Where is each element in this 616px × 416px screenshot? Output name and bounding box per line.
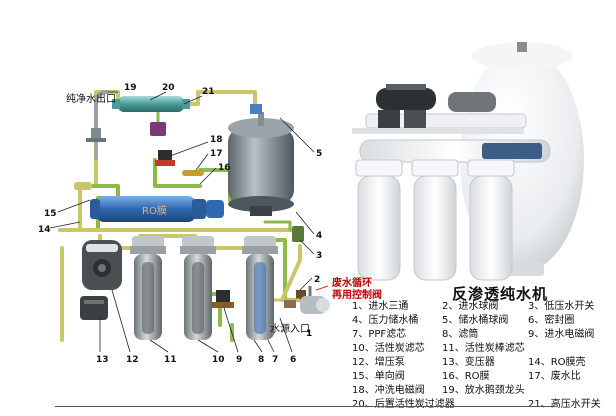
legend-item: 8、滤筒 (442, 329, 479, 340)
filter-housing-carbon-block (242, 236, 278, 340)
callout-15: 15 (44, 209, 57, 219)
filter-housing-carbon (180, 236, 216, 340)
booster-pump (82, 240, 122, 290)
callout-10: 10 (212, 355, 225, 365)
flush-solenoid (155, 150, 175, 166)
wastewater-note-line1: 废水循环 (332, 278, 372, 289)
callout-6: 6 (290, 355, 296, 365)
callout-12: 12 (126, 355, 139, 365)
legend-row: 12、增压泵 13、变压器 14、RO膜壳 (352, 356, 612, 370)
inlet-tee (284, 300, 296, 308)
waste-ratio-valve (182, 170, 204, 176)
leader-lines (49, 91, 315, 353)
callout-1: 1 (306, 329, 312, 339)
diagram-title: 反渗透纯水机 (452, 285, 549, 303)
high-pressure-switch (150, 112, 166, 136)
legend-item: 20、后置活性炭过滤器 (352, 399, 455, 410)
wastewater-note: 废水循环 再用控制阀 (332, 278, 382, 302)
legend-item: 10、活性炭滤芯 (352, 343, 425, 354)
tank-ball-valve (250, 104, 262, 114)
callout-numbers: 19 20 21 18 17 16 15 14 5 4 3 2 13 12 11… (38, 83, 322, 365)
callout-17: 17 (210, 149, 223, 159)
callout-16: 16 (218, 163, 231, 173)
low-pressure-switch (292, 226, 304, 242)
transformer (80, 296, 108, 320)
legend-item: 5、储水桶球阀 (442, 315, 509, 326)
callout-7: 7 (272, 355, 278, 365)
inlet-pipe (300, 286, 330, 314)
filter-housing-ppf (130, 236, 166, 340)
legend-row: 10、活性炭滤芯 11、活性炭棒滤芯 (352, 342, 612, 356)
callout-21: 21 (202, 87, 215, 97)
callout-2: 2 (314, 275, 320, 285)
callout-19: 19 (124, 83, 137, 93)
ro-membrane-housing: RO膜 (90, 196, 206, 222)
callout-14: 14 (38, 225, 51, 235)
legend-row: 4、压力储水桶 5、储水桶球阀 6、密封圈 (352, 314, 612, 328)
callout-18: 18 (210, 135, 223, 145)
legend-row: 7、PPF滤芯 8、滤筒 9、进水电磁阀 (352, 328, 612, 342)
callout-3: 3 (316, 251, 322, 261)
bottom-divider (55, 406, 555, 407)
legend-item: 18、冲洗电磁阀 (352, 385, 425, 396)
legend-row: 18、冲洗电磁阀 19、放水鹅颈龙头 (352, 384, 612, 398)
callout-20: 20 (162, 83, 175, 93)
legend-item: 16、RO膜 (442, 371, 490, 382)
legend-item: 14、RO膜壳 (528, 357, 586, 368)
legend-item: 19、放水鹅颈龙头 (442, 385, 525, 396)
legend-item: 7、PPF滤芯 (352, 329, 407, 340)
callout-5: 5 (316, 149, 322, 159)
legend-item: 6、密封圈 (528, 315, 575, 326)
legend-item: 17、废水比 (528, 371, 581, 382)
check-valve (74, 182, 92, 190)
legend-item: 3、低压水开关 (528, 301, 595, 312)
wastewater-note-line2: 再用控制阀 (332, 290, 382, 301)
legend-item: 15、单向阀 (352, 371, 405, 382)
callout-8: 8 (258, 355, 264, 365)
legend-item: 21、高压水开关 (528, 399, 601, 410)
inlet-label: 水源入口 (270, 324, 310, 335)
legend-item: 4、压力储水桶 (352, 315, 419, 326)
legend-item: 11、活性炭棒滤芯 (442, 343, 525, 354)
gooseneck-faucet (86, 90, 109, 160)
pressure-tank (228, 112, 294, 216)
legend-row: 20、后置活性炭过滤器 21、高压水开关 (352, 398, 612, 412)
legend-item: 2、进水球阀 (442, 301, 499, 312)
legend-item: 9、进水电磁阀 (528, 329, 595, 340)
legend-row: 1、进水三通 2、进水球阀 3、低压水开关 (352, 300, 612, 314)
legend-item: 12、增压泵 (352, 357, 405, 368)
ro-membrane-label: RO膜 (142, 205, 167, 217)
product-photo (352, 42, 584, 281)
callout-13: 13 (96, 355, 109, 365)
post-carbon-filter (112, 96, 190, 112)
callout-4: 4 (316, 231, 322, 241)
wastewater-note-arrow (315, 285, 329, 291)
callout-11: 11 (164, 355, 177, 365)
callout-9: 9 (236, 355, 242, 365)
legend-item: 13、变压器 (442, 357, 495, 368)
parts-legend: 1、进水三通 2、进水球阀 3、低压水开关 4、压力储水桶 5、储水桶球阀 6、密封圈 7、… (352, 300, 612, 412)
inlet-solenoid (212, 290, 234, 308)
outlet-label: 纯净水出口 (66, 94, 116, 105)
membrane-cap (206, 200, 224, 218)
legend-item: 1、进水三通 (352, 301, 409, 312)
legend-row: 15、单向阀 16、RO膜 17、废水比 (352, 370, 612, 384)
